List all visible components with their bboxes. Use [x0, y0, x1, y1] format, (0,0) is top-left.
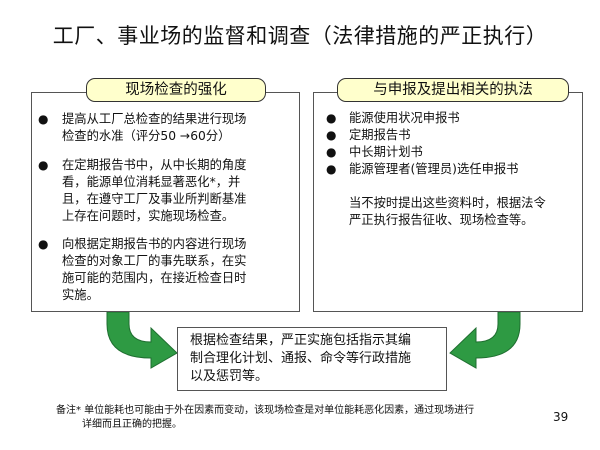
left-item-3-line-1: 向根据定期报告书的内容进行现场	[62, 237, 247, 251]
curved-arrow-left-icon	[449, 312, 521, 369]
result-text-line-3: 以及惩罚等。	[190, 369, 269, 384]
left-item-2-line-2: 看，能源单位消耗显著恶化*，并	[62, 175, 241, 189]
left-item-3-line-4: 实施。	[62, 288, 99, 302]
right-item-4: 能源管理者(管理员)选任申报书	[349, 162, 519, 176]
right-item-2: 定期报告书	[349, 128, 411, 142]
page-number: 39	[553, 410, 569, 424]
bullet-icon: ●	[326, 145, 337, 159]
right-item-1: 能源使用状况申报书	[349, 111, 460, 125]
footnote-line-2: 详细而且正确的把握。	[82, 419, 182, 430]
right-paragraph-line-2: 严正执行报告征收、现场检查等。	[349, 213, 534, 227]
bullet-icon: ●	[38, 237, 49, 251]
left-item-2-line-4: 上存在问题时，实施现场检查。	[62, 209, 235, 223]
bullet-icon: ●	[38, 158, 49, 172]
left-item-3-line-2: 检查的对象工厂的事先联系，在实	[62, 254, 247, 268]
bullet-icon: ●	[38, 112, 49, 126]
bullet-icon: ●	[326, 128, 337, 142]
bullet-icon: ●	[326, 111, 337, 125]
right-item-3: 中长期计划书	[349, 145, 423, 159]
left-item-3: 向根据定期报告书的内容进行现场 检查的对象工厂的事先联系，在实 施可能的范围内，…	[62, 236, 246, 304]
right-paragraph: 当不按时提出这些资料时，根据法令 严正执行报告征收、现场检查等。	[349, 195, 546, 229]
footnote-line-1: 备注* 单位能耗也可能由于外在因素而变动，该现场检查是对单位能耗恶化因素，通过现…	[56, 405, 475, 416]
left-item-1: 提高从工厂总检查的结果进行现场 检查的水准（评分50 →60分）	[62, 111, 246, 145]
result-text-line-2: 制合理化计划、通报、命令等行政措施	[190, 351, 412, 366]
slide-title: 工厂、事业场的监督和调查（法律措施的严正执行）	[52, 24, 548, 48]
left-panel	[31, 92, 300, 312]
curved-arrow-right-icon	[106, 312, 178, 369]
left-item-3-line-3: 施可能的范围内，在接近检查日时	[62, 271, 247, 285]
left-item-2-line-1: 在定期报告书中，从中长期的角度	[62, 158, 247, 172]
result-text-line-1: 根据检查结果，严正实施包括指示其编	[190, 333, 412, 348]
left-item-1-line-2: 检查的水准（评分50 →60分）	[62, 129, 231, 143]
result-text: 根据检查结果，严正实施包括指示其编 制合理化计划、通报、命令等行政措施 以及惩罚…	[190, 332, 411, 386]
right-paragraph-line-1: 当不按时提出这些资料时，根据法令	[349, 196, 546, 210]
left-panel-header: 现场检查的强化	[86, 78, 266, 102]
left-item-2-line-3: 且，在遵守工厂及事业所判断基准	[62, 192, 247, 206]
right-panel	[313, 92, 583, 312]
left-item-1-line-1: 提高从工厂总检查的结果进行现场	[62, 112, 247, 126]
left-item-2: 在定期报告书中，从中长期的角度 看，能源单位消耗显著恶化*，并 且，在遵守工厂及…	[62, 157, 246, 225]
right-panel-header: 与申报及提出相关的执法	[337, 78, 569, 102]
bullet-icon: ●	[326, 162, 337, 176]
result-box	[177, 327, 447, 391]
